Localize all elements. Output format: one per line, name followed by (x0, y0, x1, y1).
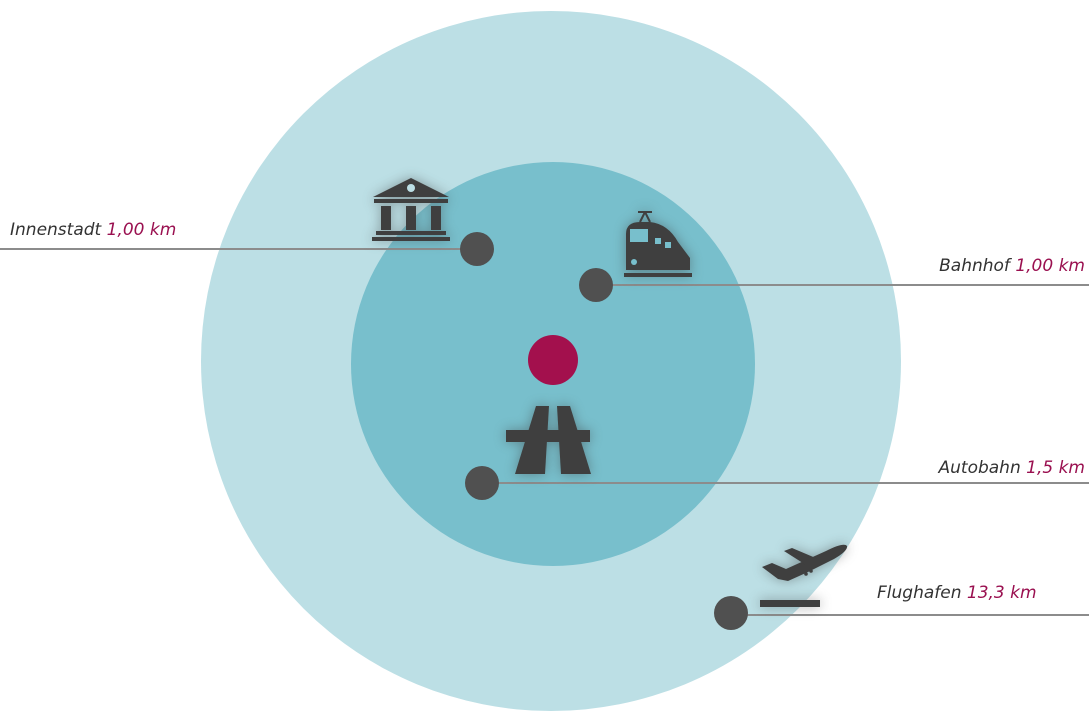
train-icon (624, 211, 692, 277)
bahnhof-label: Bahnhof 1,00 km (939, 256, 1085, 276)
innenstadt-distance: 1,00 km (106, 220, 177, 240)
flughafen-label: Flughafen 13,3 km (877, 583, 1037, 603)
bahnhof-distance: 1,00 km (1015, 256, 1085, 276)
bahnhof-name: Bahnhof (939, 256, 1010, 276)
innenstadt-dot (460, 232, 494, 266)
center-location-dot (528, 335, 578, 385)
bahnhof-dot (579, 268, 613, 302)
autobahn-distance: 1,5 km (1026, 458, 1085, 478)
flughafen-name: Flughafen (877, 583, 962, 603)
innenstadt-label: Innenstadt 1,00 km (10, 220, 176, 240)
flughafen-distance: 13,3 km (966, 583, 1037, 603)
museum-icon (372, 178, 450, 241)
highway-icon (506, 406, 591, 474)
autobahn-dot (465, 466, 499, 500)
autobahn-label: Autobahn 1,5 km (939, 458, 1086, 478)
flughafen-dot (714, 596, 748, 630)
autobahn-name: Autobahn (938, 458, 1021, 478)
airplane-departure-icon (760, 544, 848, 607)
innenstadt-name: Innenstadt (10, 220, 102, 240)
